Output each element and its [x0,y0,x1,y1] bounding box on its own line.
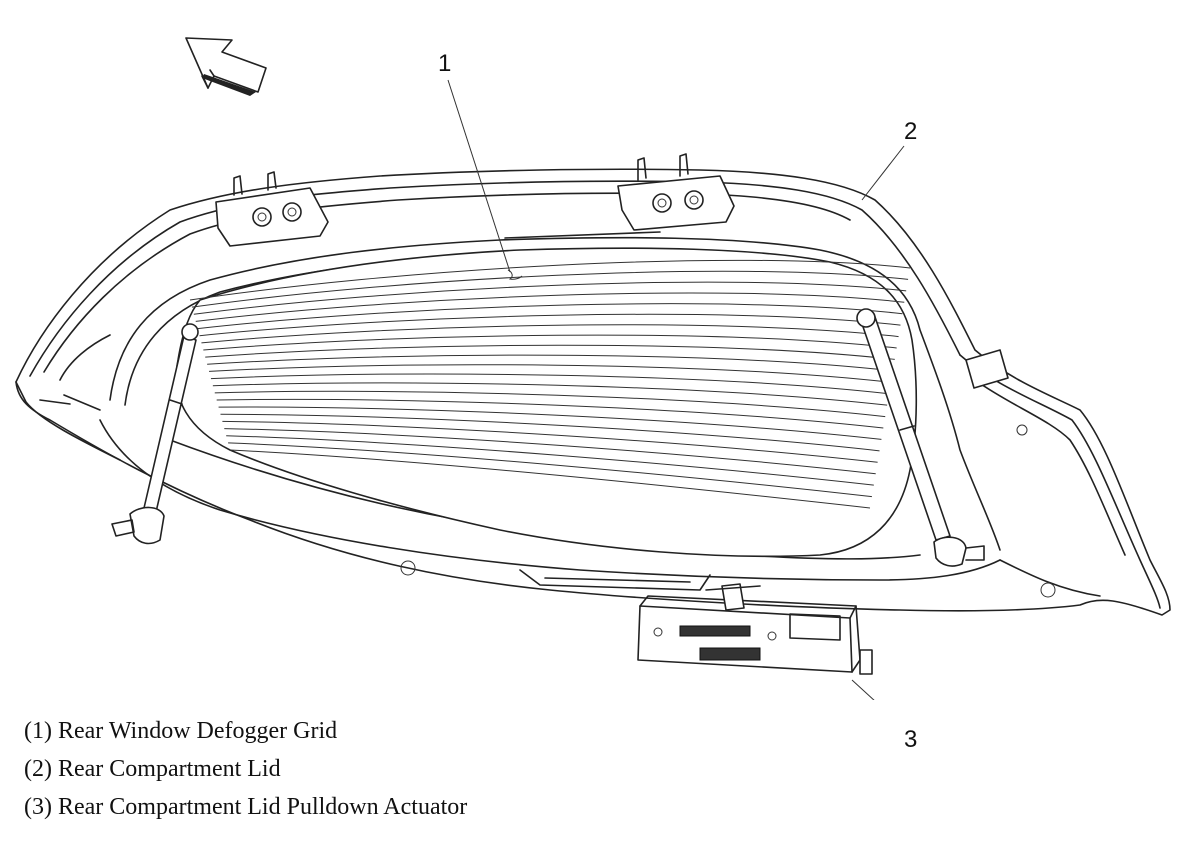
defogger-grid-line [191,270,909,308]
left-lift-strut [111,323,199,545]
legend-item-3: (3) Rear Compartment Lid Pulldown Actuat… [24,794,468,820]
defogger-grid-line [207,354,893,372]
right-hinge [617,153,735,231]
defogger-grid-line [205,344,895,360]
defogger-grid-line [224,428,876,475]
legend-item-1: (1) Rear Window Defogger Grid [24,718,338,744]
defogger-grid-line [203,334,897,351]
legend: (1) Rear Window Defogger Grid (2) Rear C… [24,712,467,826]
direction-arrow-icon [185,37,267,96]
defogger-grid-line [222,420,878,463]
defogger-grid-line [210,373,890,395]
defogger-grid-line [212,382,888,406]
callout-3: 3 [904,726,918,753]
rear-compartment-lid-diagram [15,37,1171,700]
lid-fasteners [400,349,1056,598]
rear-compartment-lid-pulldown-actuator [637,583,873,675]
defogger-grid-line [226,435,874,486]
leader-line-1 [447,79,511,273]
defogger-grid-line [228,442,872,498]
defogger-grid-line [216,398,884,429]
defogger-grid-line [201,324,899,344]
defogger-grid-line [195,292,905,322]
right-lift-strut [856,308,985,567]
callout-2: 2 [904,118,918,145]
defogger-grid-line [218,406,882,440]
leader-line-2 [861,145,905,201]
defogger-grid-line [189,259,911,301]
defogger-grid-line [199,313,901,337]
rear-window-defogger-grid [175,231,918,558]
callout-1: 1 [438,50,452,77]
defogger-grid-line [220,413,880,452]
defogger-grid-line [209,364,892,383]
legend-item-2: (2) Rear Compartment Lid [24,756,281,782]
defogger-grid-line [193,281,907,315]
leader-line-3 [851,679,875,700]
defogger-grid-line [229,449,871,509]
left-hinge [215,171,329,247]
defogger-grid-line [197,303,903,330]
defogger-grid-line [214,390,886,418]
